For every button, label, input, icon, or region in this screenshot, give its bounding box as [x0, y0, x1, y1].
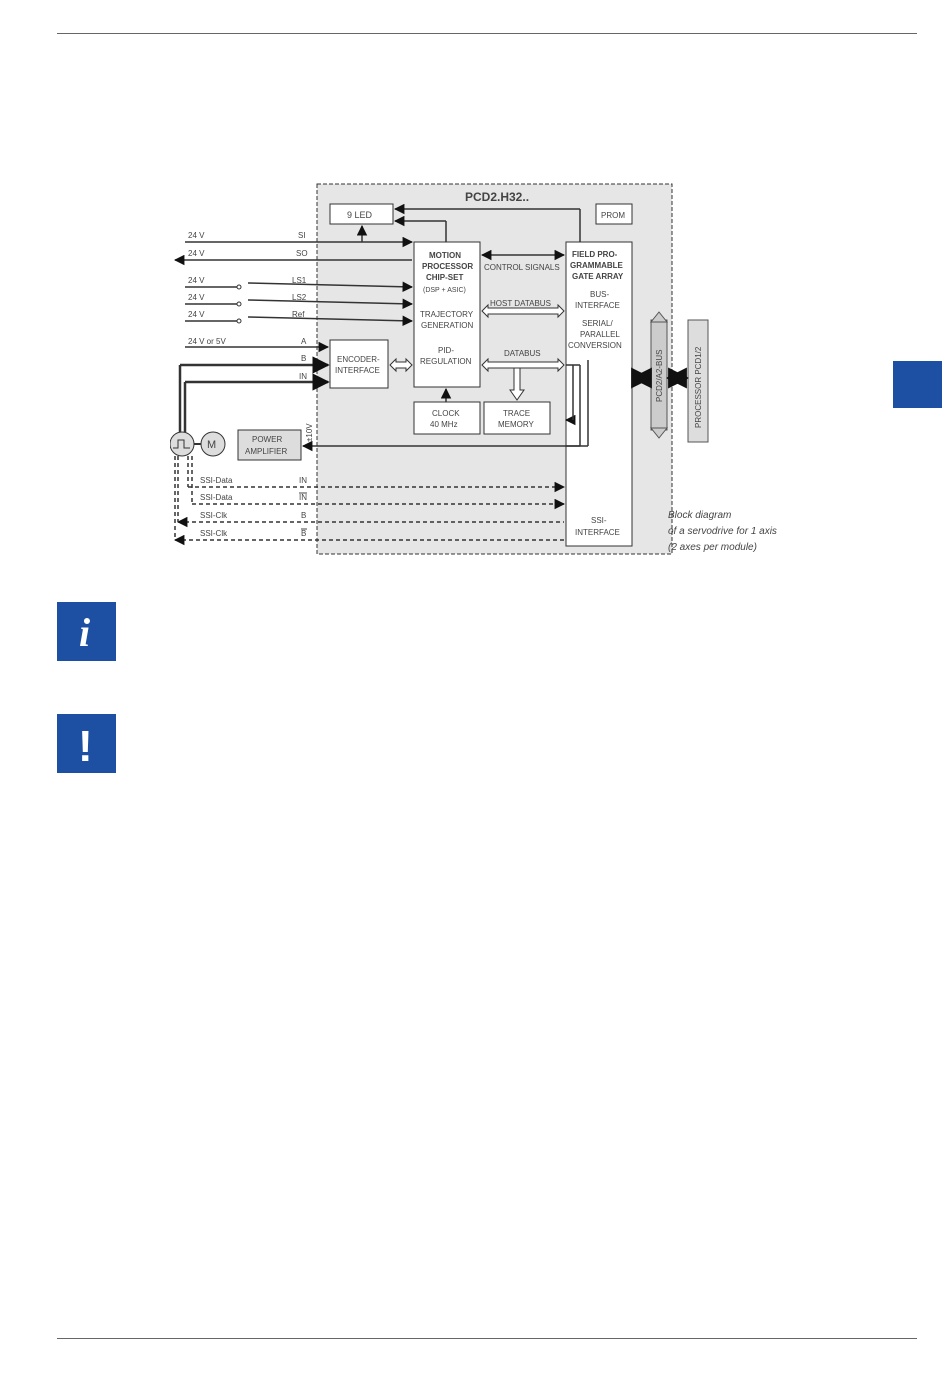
- ssi-label-3: SSI-Clk: [200, 511, 228, 520]
- chapter-tab-marker: [893, 361, 942, 408]
- processor-label: PROCESSOR PCD1/2: [694, 346, 703, 428]
- input-supply-6: 24 V or 5V: [188, 337, 226, 346]
- ssi-label-4: SSI-Clk: [200, 529, 228, 538]
- clock-line-2: 40 MHz: [430, 420, 458, 429]
- input-supply-3: 24 V: [188, 276, 205, 285]
- fpga-line-9: SSI-: [591, 516, 607, 525]
- trace-line-2: MEMORY: [498, 420, 535, 429]
- clock-block: [413, 401, 481, 435]
- motion-line-4: (DSP + ASIC): [423, 287, 466, 294]
- motion-line-7: PID-: [438, 346, 454, 355]
- motion-line-2: PROCESSOR: [422, 262, 473, 271]
- motion-line-3: CHIP-SET: [426, 273, 463, 282]
- encoder-block: [329, 339, 389, 389]
- fpga-line-4: BUS-: [590, 290, 609, 299]
- fpga-line-2: GRAMMABLE: [570, 261, 624, 270]
- fpga-line-10: INTERFACE: [575, 528, 620, 537]
- caption-line-1: Block diagram: [668, 510, 731, 521]
- input-name-2: SO: [296, 249, 308, 258]
- fpga-line-7: PARALLEL: [580, 330, 620, 339]
- power-amplifier-block: [237, 429, 302, 461]
- motion-line-5: TRAJECTORY: [420, 310, 474, 319]
- prom-block: [595, 203, 633, 225]
- info-icon: i: [57, 602, 116, 661]
- input-name-3: LS1: [292, 276, 307, 285]
- warning-icon-bg: [57, 714, 116, 773]
- motion-line-1: MOTION: [429, 251, 461, 260]
- clock-line-1: CLOCK: [432, 409, 460, 418]
- block-diagram: PCD2.H32.. 9 LED PROM MOTION PROCESSOR C…: [170, 180, 820, 570]
- caption-line-2: of a servodrive for 1 axis: [668, 526, 777, 537]
- ssi-pin-3: B: [301, 511, 306, 520]
- fpga-line-3: GATE ARRAY: [572, 272, 624, 281]
- led-label: 9 LED: [347, 210, 373, 220]
- fpga-line-6: SERIAL/: [582, 319, 613, 328]
- input-supply-4: 24 V: [188, 293, 205, 302]
- input-supply-5: 24 V: [188, 310, 205, 319]
- power-line-2: AMPLIFIER: [245, 447, 287, 456]
- fpga-block: [565, 241, 633, 547]
- input-name-8: IN: [299, 372, 307, 381]
- info-icon-bg: [57, 602, 116, 661]
- header-rule: [57, 33, 917, 34]
- control-signals-label: CONTROL SIGNALS: [484, 263, 560, 272]
- module-title: PCD2.H32..: [465, 190, 529, 204]
- voltage-label: ±10V: [305, 423, 314, 442]
- motion-processor-block: [413, 241, 481, 388]
- encoder-line-2: INTERFACE: [335, 366, 380, 375]
- fpga-line-8: CONVERSION: [568, 341, 622, 350]
- prom-label: PROM: [601, 211, 625, 220]
- input-name-1: SI: [298, 231, 306, 240]
- ssi-label-2: SSI-Data: [200, 493, 233, 502]
- ssi-label-1: SSI-Data: [200, 476, 233, 485]
- power-line-1: POWER: [252, 435, 282, 444]
- input-supply-2: 24 V: [188, 249, 205, 258]
- fpga-line-5: INTERFACE: [575, 301, 620, 310]
- input-name-6: A: [301, 337, 307, 346]
- caption-line-3: (2 axes per module): [668, 542, 757, 553]
- trace-line-1: TRACE: [503, 409, 530, 418]
- input-name-4: LS2: [292, 293, 307, 302]
- input-name-7: B: [301, 354, 306, 363]
- trace-memory-block: [483, 401, 551, 435]
- ssi-pin-4: B: [301, 529, 306, 538]
- footer-rule: [57, 1338, 917, 1339]
- motion-line-8: REGULATION: [420, 357, 472, 366]
- ssi-pin-1: IN: [299, 476, 307, 485]
- input-name-5: Ref: [292, 310, 305, 319]
- ssi-pin-2: IN: [299, 493, 307, 502]
- bus-label: PCD2/A2-BUS: [655, 350, 664, 402]
- led-block: [329, 203, 394, 225]
- motor-label: M: [207, 439, 216, 451]
- info-icon-glyph: i: [79, 610, 90, 655]
- encoder-line-1: ENCODER-: [337, 355, 380, 364]
- fpga-line-1: FIELD PRO-: [572, 250, 618, 259]
- databus-label: DATABUS: [504, 349, 541, 358]
- warning-icon-glyph: !: [78, 722, 93, 771]
- warning-icon: !: [57, 714, 116, 773]
- motion-line-6: GENERATION: [421, 321, 474, 330]
- input-supply-1: 24 V: [188, 231, 205, 240]
- encoder-symbol: [170, 431, 195, 457]
- host-databus-label: HOST DATABUS: [490, 299, 551, 308]
